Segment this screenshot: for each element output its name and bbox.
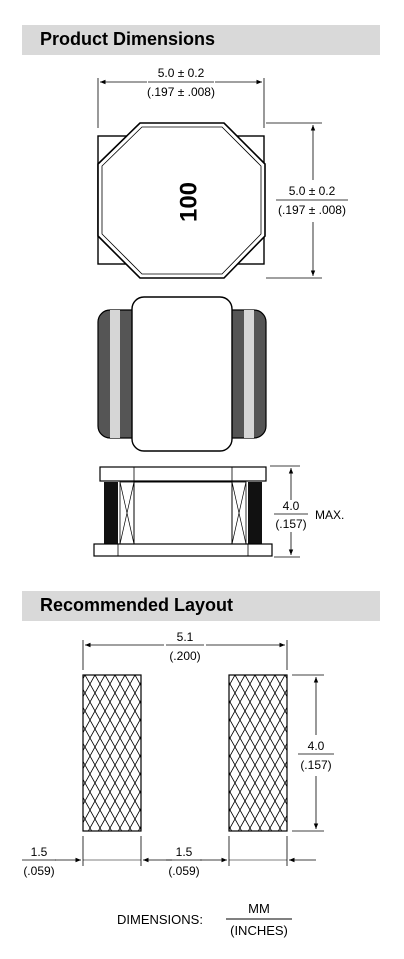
product-dimensions-title: Product Dimensions <box>40 29 216 49</box>
side-view: 4.0 (.157) MAX. <box>93 465 344 558</box>
layout-total-width-mm: 5.1 <box>177 630 194 644</box>
side-bottom-flange <box>93 543 273 557</box>
units-numerator: MM <box>248 901 270 916</box>
recommended-layout-title: Recommended Layout <box>40 595 234 615</box>
terminal-view <box>97 296 267 452</box>
top-view-body-inner <box>101 126 262 275</box>
side-height-mm: 4.0 <box>283 499 300 513</box>
top-height-mm: 5.0 ± 0.2 <box>289 184 336 198</box>
side-height-max: MAX. <box>315 508 344 522</box>
top-width-in: (.197 ± .008) <box>147 85 215 99</box>
terminal-strip-left <box>110 310 120 438</box>
top-view-body <box>97 122 266 279</box>
side-winding-right <box>248 482 262 544</box>
side-core <box>133 481 233 545</box>
layout-pad-height-in: (.157) <box>300 758 331 772</box>
part-marking: 100 <box>175 182 202 222</box>
units-legend: DIMENSIONS: MM (INCHES) <box>117 901 292 938</box>
top-width-mm: 5.0 ± 0.2 <box>158 66 205 80</box>
layout-pad-right-in: (.059) <box>168 864 199 878</box>
terminal-strip-right <box>244 310 254 438</box>
layout-total-width-in: (.200) <box>169 649 200 663</box>
recommended-layout: 5.1 (.200) 4.0 (.157) 1.5 (.059) 1.5 (.0… <box>22 630 334 878</box>
units-label: DIMENSIONS: <box>117 912 203 927</box>
pad-right <box>228 674 288 832</box>
layout-pad-left-mm: 1.5 <box>31 845 48 859</box>
top-height-in: (.197 ± .008) <box>278 203 346 217</box>
pad-left <box>82 674 142 832</box>
side-top-flange <box>99 466 267 482</box>
layout-pad-left-in: (.059) <box>23 864 54 878</box>
product-dimensions-header: Product Dimensions <box>22 25 380 55</box>
layout-pad-right-mm: 1.5 <box>176 845 193 859</box>
side-winding-left <box>104 482 118 544</box>
recommended-layout-header: Recommended Layout <box>22 591 380 621</box>
side-height-in: (.157) <box>275 517 306 531</box>
top-view: 100 5.0 ± 0.2 (.197 ± .008) 5.0 ± 0.2 (.… <box>97 66 348 279</box>
units-denominator: (INCHES) <box>230 923 288 938</box>
layout-pad-height-mm: 4.0 <box>308 739 325 753</box>
side-clip-left-cross <box>119 481 135 545</box>
side-clip-right-cross <box>231 481 247 545</box>
core-body <box>131 296 233 452</box>
